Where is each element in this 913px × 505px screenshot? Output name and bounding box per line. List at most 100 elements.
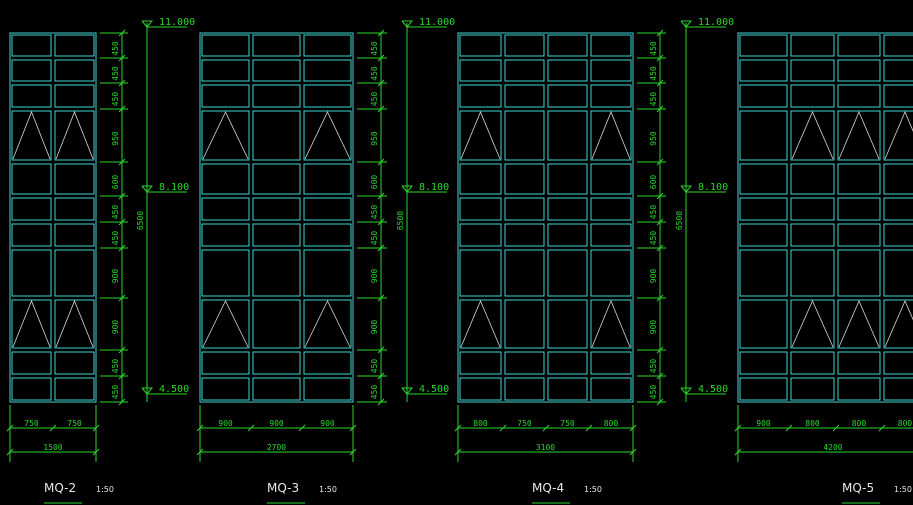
glass-panel [590,249,632,297]
row-height-label: 450 [111,359,120,374]
row-height-label: 900 [111,269,120,284]
row-height-label: 450 [111,41,120,56]
glass-panel [201,197,250,221]
glass-panel [303,197,352,221]
opening-vent-symbol [55,110,94,160]
row-height-label: 450 [649,66,658,81]
glass-panel [459,299,502,349]
glass-panel [883,59,913,82]
glass-panel [547,110,588,161]
glass-panel [459,34,502,57]
glass-panel [201,299,250,349]
glass-panel [590,377,632,401]
dimension-tick [298,424,306,432]
row-height-label: 600 [111,175,120,190]
glass-panel [547,249,588,297]
glass-panel [790,223,835,247]
column-width-label: 800 [898,419,913,428]
glass-panel [883,299,913,349]
dimension-tick [196,424,204,432]
glass-panel [201,249,250,297]
level-marker-triangle [401,185,414,193]
glass-panel [201,163,250,195]
glass-panel [54,34,95,57]
glass-panel [11,223,52,247]
glass-panel [739,223,788,247]
glass-panel [504,377,545,401]
glass-panel [837,84,881,108]
wall-outer-frame [457,32,634,403]
glass-panel [739,299,788,349]
glass-panel [303,84,352,108]
opening-vent-symbol [304,111,351,160]
glass-panel [459,163,502,195]
opening-vent-symbol [304,300,351,348]
dimension-tick [629,424,637,432]
column-width-label: 750 [67,419,82,428]
glass-panel [201,84,250,108]
glass-panel [201,110,250,161]
glass-panel [790,110,835,161]
row-height-label: 450 [370,92,379,107]
row-height-label: 900 [111,320,120,335]
opening-vent-symbol [460,110,501,160]
row-height-label: 600 [649,175,658,190]
elevation-scale: 1:50 [319,485,337,494]
glass-panel [547,34,588,57]
dimension-tick [542,424,550,432]
row-height-label: 950 [370,131,379,146]
dimension-tick [734,424,742,432]
overall-width-label: 3100 [536,443,555,452]
dimension-tick [785,424,793,432]
glass-panel [459,110,502,161]
glass-panel [790,197,835,221]
glass-panel [547,59,588,82]
glass-panel [790,249,835,297]
glass-panel [11,351,52,375]
glass-panel [504,249,545,297]
dimension-tick [585,424,593,432]
glass-panel [547,299,588,349]
glass-panel [504,299,545,349]
row-height-label: 900 [649,320,658,335]
opening-vent-symbol [591,299,631,348]
opening-vent-symbol [55,299,94,348]
glass-panel [252,59,301,82]
glass-panel [459,377,502,401]
elevation-mq-3: 450450450950600450450900900450450650011.… [196,17,455,504]
dimension-tick [6,424,14,432]
glass-panel [252,110,301,161]
glass-panel [11,34,52,57]
glass-panel [201,351,250,375]
level-marker-triangle [401,387,414,395]
glass-panel [459,84,502,108]
glass-panel [547,84,588,108]
glass-panel [883,223,913,247]
glass-panel [303,110,352,161]
glass-panel [590,351,632,375]
glass-panel [11,110,52,161]
wall-outer-frame [737,32,913,403]
glass-panel [504,34,545,57]
glass-panel [547,377,588,401]
glass-panel [54,59,95,82]
dimension-tick [92,424,100,432]
level-elevation-label: 8.100 [159,182,189,193]
row-height-label: 450 [649,92,658,107]
glass-panel [837,197,881,221]
column-width-label: 800 [604,419,619,428]
glass-panel [883,249,913,297]
row-height-label: 450 [370,41,379,56]
glass-panel [459,197,502,221]
total-height-label: 6500 [136,211,145,230]
glass-panel [739,59,788,82]
glass-panel [303,351,352,375]
dimension-tick [454,424,462,432]
dimension-tick [629,448,637,456]
elevation-scale: 1:50 [894,485,912,494]
glass-panel [790,351,835,375]
glass-panel [504,351,545,375]
level-marker-triangle [141,387,154,395]
glass-panel [11,59,52,82]
glass-panel [504,59,545,82]
